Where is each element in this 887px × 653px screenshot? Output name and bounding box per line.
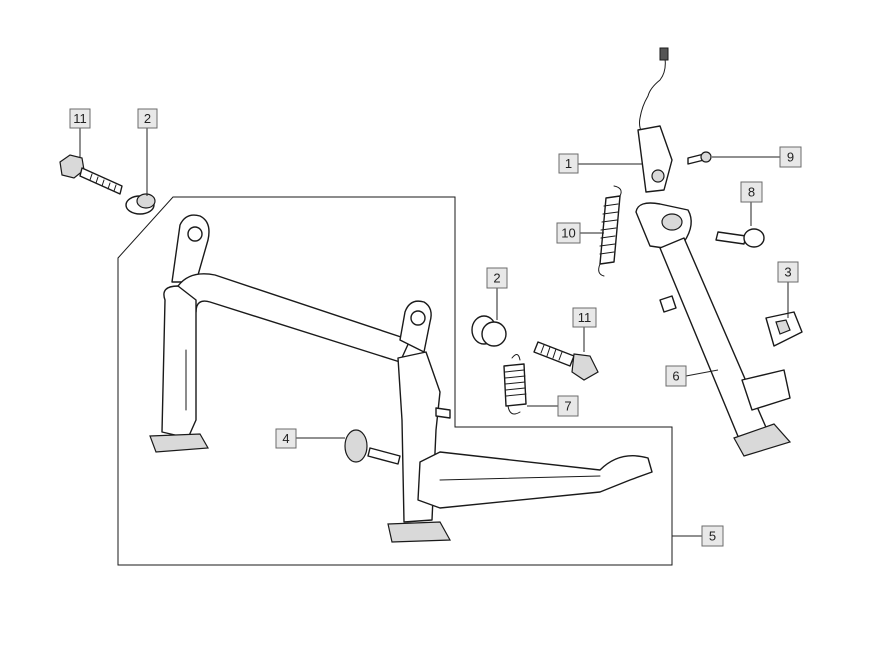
callout-label: 5 <box>709 529 716 544</box>
callout-8: 8 <box>740 181 763 203</box>
leader-lines <box>79 128 789 537</box>
callout-2-left: 2 <box>137 108 158 129</box>
callout-10: 10 <box>556 222 581 244</box>
collar-middle <box>471 315 507 347</box>
callout-11-left: 11 <box>69 108 91 129</box>
flange-bolt-middle <box>533 341 599 381</box>
callout-11-middle: 11 <box>572 307 597 328</box>
assembly-group-outline <box>117 196 673 566</box>
callout-label: 1 <box>565 156 572 171</box>
center-stand <box>149 214 653 543</box>
flange-bolt-left <box>59 154 123 195</box>
callout-label: 11 <box>578 310 592 325</box>
callout-label: 4 <box>282 431 289 446</box>
collar-left <box>125 193 156 215</box>
return-spring-7 <box>503 354 527 415</box>
side-stand-switch <box>637 47 673 193</box>
pivot-bolt <box>715 228 765 248</box>
callout-7: 7 <box>557 395 579 417</box>
callout-6: 6 <box>665 365 687 387</box>
callout-5: 5 <box>701 525 724 547</box>
callout-label: 8 <box>748 185 755 200</box>
callout-label: 6 <box>672 369 679 384</box>
callout-label: 2 <box>144 111 151 126</box>
callout-label: 7 <box>564 399 571 414</box>
callout-label: 2 <box>493 271 500 286</box>
pivot-collar <box>344 429 401 465</box>
side-stand <box>635 202 792 457</box>
callout-3: 3 <box>777 261 799 283</box>
rubber-block <box>765 311 803 347</box>
callout-label: 10 <box>561 226 575 241</box>
callout-2-middle: 2 <box>486 267 508 289</box>
callout-label: 3 <box>784 265 791 280</box>
callout-label: 11 <box>73 111 87 126</box>
small-bolt <box>687 151 712 165</box>
callout-1: 1 <box>558 153 579 174</box>
callout-9: 9 <box>779 146 802 168</box>
return-spring-10 <box>598 185 622 277</box>
callout-4: 4 <box>275 428 297 449</box>
callout-label: 9 <box>787 150 794 165</box>
